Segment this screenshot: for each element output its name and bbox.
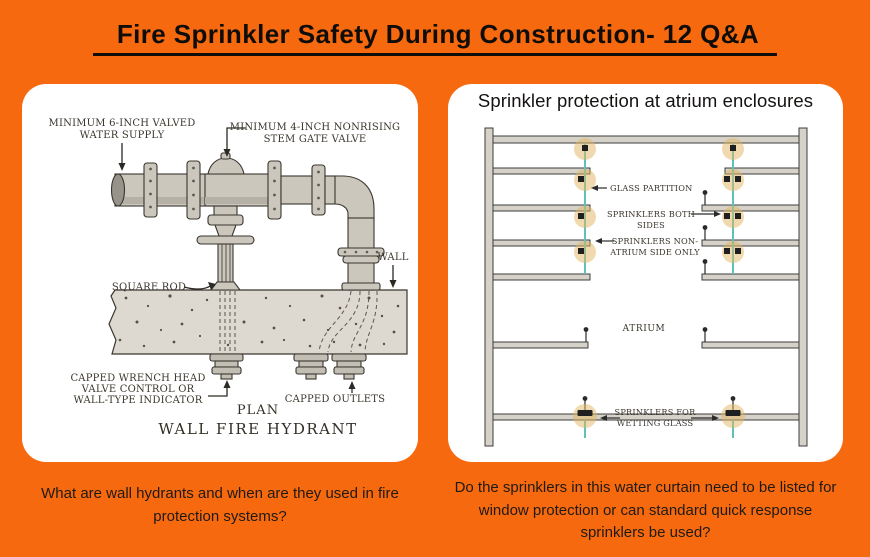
pipe-open-end [110,173,126,207]
sprinkler-halos [573,138,745,428]
atrium-label: ATRIUM [622,324,666,334]
capped-outlet [293,353,329,380]
atrium-sprinkler-diagram: GLASS PARTITION SPRINKLERS BOTH SIDES SP… [484,127,808,447]
hidden-outlet-branches [318,290,378,353]
wall-fire-hydrant-diagram: MINIMUM 6-INCH VALVED WATER SUPPLY MINIM… [49,118,409,438]
flange [186,160,201,220]
diagram-caption: WALL FIRE HYDRANT [158,420,357,438]
left-wall [484,127,494,447]
floor-slab [492,204,591,212]
gate-valve-dome [207,157,245,175]
sprinklers-both-label: SIDES [637,220,665,230]
wrench-head-label: VALVE CONTROL OR [81,384,195,395]
arrowheads [118,149,397,389]
floor-slab [492,273,591,281]
floor-slab [492,167,591,175]
concrete-wall [108,289,408,355]
plan-label: PLAN [237,403,279,418]
wrench-head-label: CAPPED WRENCH HEAD [70,373,205,384]
floor-slab [492,239,591,247]
capped-wrench-head [209,353,244,380]
floor-slab [701,341,800,349]
bottom-slab [492,413,800,421]
supply-label: MINIMUM 6-INCH VALVED [49,118,196,129]
square-rod [217,243,234,283]
floor-slab [701,273,800,281]
square-rod-label: SQUARE ROD [112,282,186,293]
sprinkler-heads [577,145,741,416]
capped-outlet [331,353,367,380]
operating-nut [196,235,255,245]
right-question: Do the sprinklers in this water curtain … [454,479,837,541]
wetting-glass-label: WETTING GLASS [617,418,694,428]
left-question: What are wall hydrants and when are they… [41,485,399,525]
sprinklers-non-atrium-label: ATRIUM SIDE ONLY [609,247,700,257]
floor-slab [724,167,800,175]
hidden-rod-lines [219,291,236,353]
capped-outlets-label: CAPPED OUTLETS [285,394,385,405]
building-structure [484,127,808,447]
page-title-text: Fire Sprinkler Safety During Constructio… [92,19,778,56]
elbow [334,175,375,221]
sprinklers-both-label: SPRINKLERS BOTH [607,209,695,219]
wrench-head-label: WALL-TYPE INDICATOR [74,395,203,406]
atrium-panel: Sprinkler protection at atrium enclosure… [448,84,843,462]
valve-label: STEM GATE VALVE [264,134,367,145]
flange [143,162,158,218]
glass-partition-label: GLASS PARTITION [610,183,693,193]
valve-label: MINIMUM 4-INCH NONRISING [230,122,400,133]
floor-slab [701,239,800,247]
pipe-assembly [110,152,385,291]
concrete-speckles [118,294,400,348]
flange-bolts [149,166,379,254]
hydrant-panel: MINIMUM 6-INCH VALVED WATER SUPPLY MINIM… [22,84,418,462]
sprinklers-non-atrium-label: SPRINKLERS NON- [612,236,698,246]
arrowheads [591,185,721,421]
atrium-heading: Sprinkler protection at atrium enclosure… [477,90,814,111]
floor-slab [701,204,800,212]
wall-label: WALL [377,252,408,263]
roof-slab [492,135,800,144]
slab-posts [582,190,736,411]
right-wall [798,127,808,447]
page-title: Fire Sprinkler Safety During Constructio… [0,19,870,56]
wetting-glass-label: SPRINKLERS FOR [615,407,697,417]
floor-slab [492,341,589,349]
supply-label: WATER SUPPLY [80,130,165,141]
